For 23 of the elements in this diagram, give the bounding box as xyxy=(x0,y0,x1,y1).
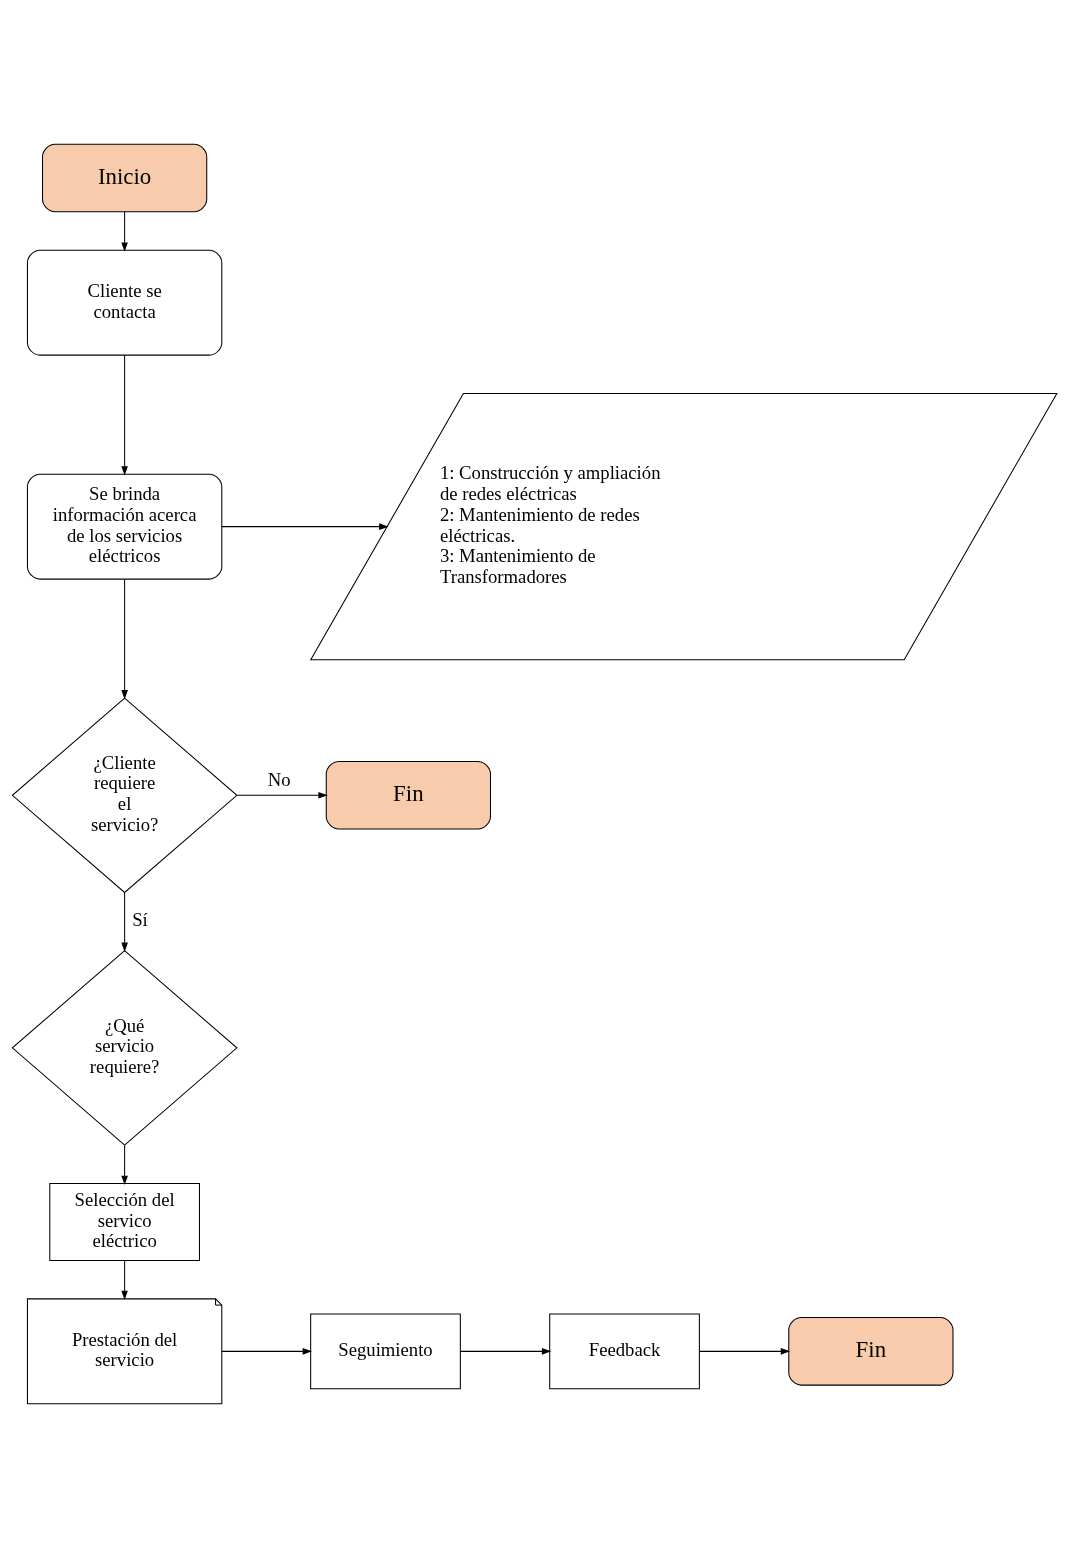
edge-label: Sí xyxy=(132,908,148,930)
arrow xyxy=(221,522,389,530)
node-box: Selección del servico eléctrico xyxy=(49,1182,200,1261)
node-box: Se brinda información acerca de los servicios eléctricos xyxy=(26,473,223,580)
arrow xyxy=(236,791,328,799)
node-box: Cliente se contacta xyxy=(26,249,223,356)
arrow xyxy=(121,578,128,699)
node-diamond: ¿Qué servicio requiere? xyxy=(11,949,238,1146)
arrow xyxy=(121,1259,128,1300)
node-diamond: ¿Cliente requiere el servicio? xyxy=(11,696,238,893)
arrow xyxy=(121,354,128,476)
node-box: Inicio xyxy=(42,143,208,212)
edge-label: No xyxy=(267,768,291,790)
arrow xyxy=(121,1144,128,1185)
node-box: Feedback xyxy=(549,1312,700,1389)
node-box: Seguimiento xyxy=(310,1312,461,1389)
arrow xyxy=(699,1347,791,1355)
arrow xyxy=(460,1347,552,1355)
arrow xyxy=(121,891,128,952)
arrow xyxy=(121,210,128,252)
node-box: Fin xyxy=(788,1316,954,1386)
arrow xyxy=(221,1347,312,1355)
node-box: Fin xyxy=(325,760,491,830)
